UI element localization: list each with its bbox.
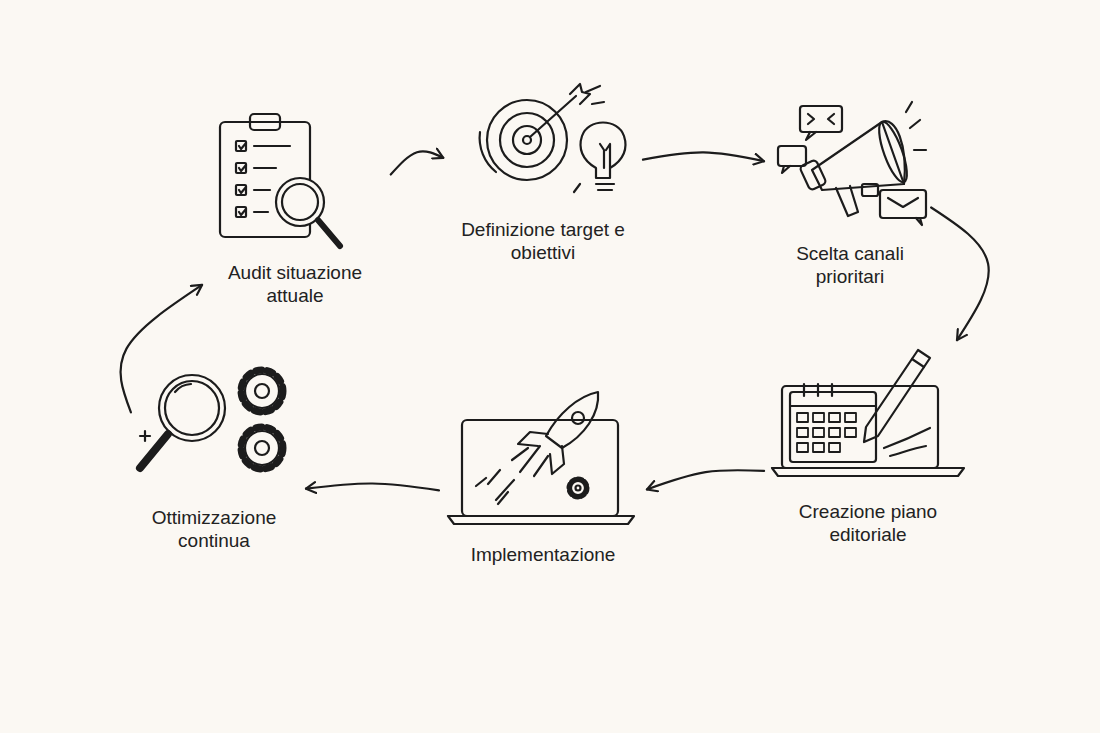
step-label: Creazione piano editoriale: [780, 500, 956, 546]
step-label: Scelta canali prioritari: [775, 242, 925, 288]
step-label: Implementazione: [453, 543, 633, 566]
target-icon: [480, 84, 626, 192]
flow-arrow: [391, 151, 444, 174]
step-label: Definizione target e obiettivi: [453, 218, 633, 264]
flow-arrow: [647, 470, 764, 489]
clipboard-icon: [220, 114, 340, 246]
flow-arrow: [306, 484, 439, 491]
step-label: Audit situazione attuale: [210, 261, 380, 307]
process-step: Implementazione: [445, 386, 641, 566]
process-step: Definizione target e obiettivi: [449, 84, 637, 264]
process-step: Ottimizzazione continua: [128, 360, 300, 552]
step-label: Ottimizzazione continua: [139, 506, 289, 552]
flow-arrow: [121, 285, 203, 412]
process-step: Audit situazione attuale: [205, 112, 385, 307]
flow-arrow: [931, 207, 989, 340]
megaphone-icon: [778, 102, 926, 225]
calendar-laptop-icon: [772, 350, 964, 476]
magnifier-gears-icon: [140, 370, 283, 469]
process-step: Scelta canali prioritari: [770, 96, 930, 288]
rocket-laptop-icon: [448, 392, 634, 524]
flow-arrow: [643, 152, 764, 161]
process-step: Creazione piano editoriale: [770, 346, 966, 546]
